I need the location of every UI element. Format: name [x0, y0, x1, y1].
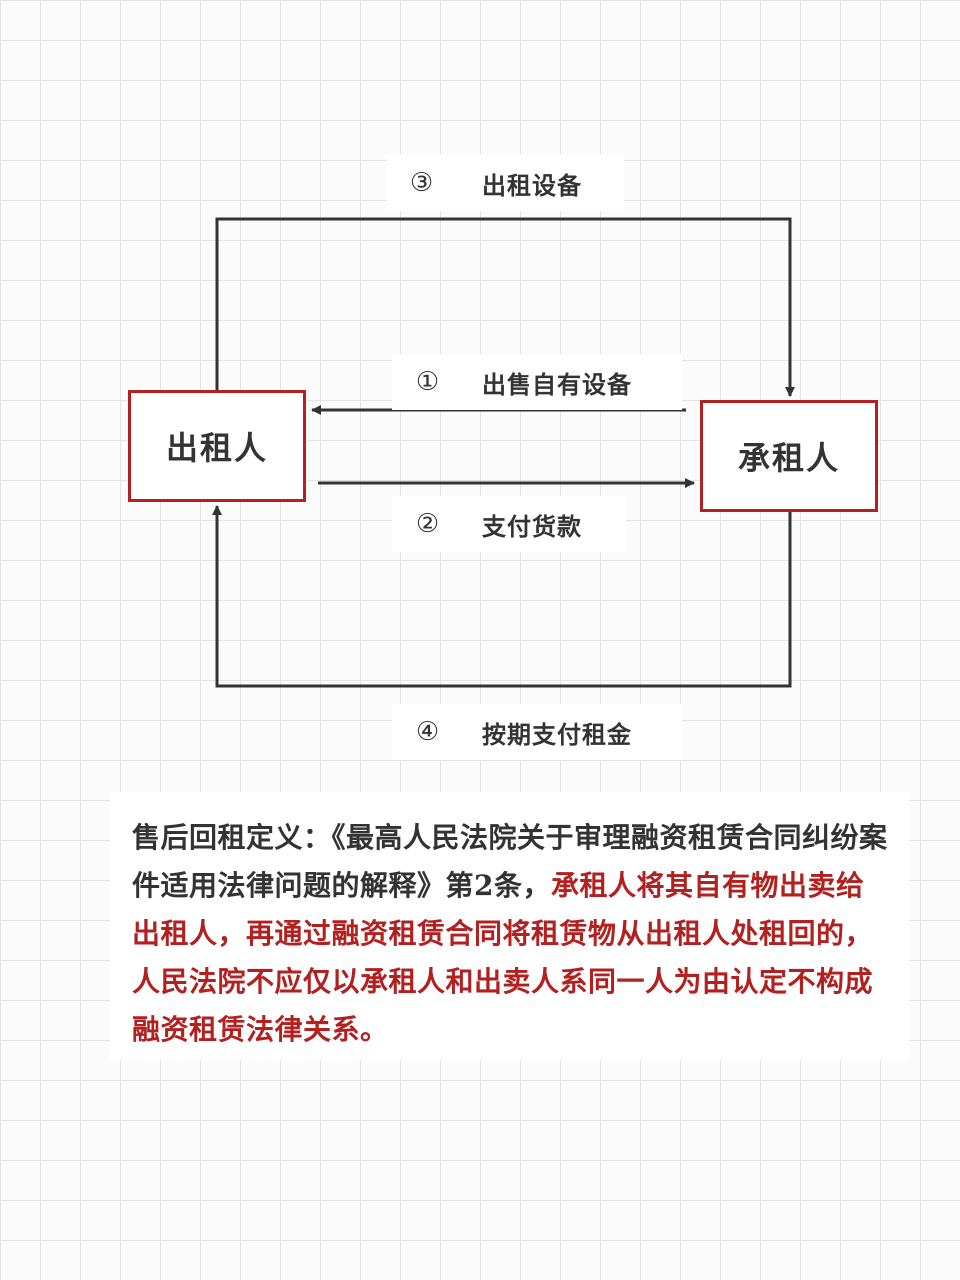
flow-text: 按期支付租金	[482, 720, 632, 749]
lessee-box: 承租人	[700, 400, 878, 512]
flow-text: 出租设备	[482, 171, 582, 200]
lessor-box: 出租人	[128, 390, 306, 502]
flow-number: ②	[415, 509, 441, 539]
flow-number: ③	[409, 168, 435, 198]
flow-line-lease-equipment	[215, 217, 795, 397]
flow-label-1: ① 出售自有设备	[392, 354, 682, 410]
flow-label-3: ③ 出租设备	[386, 155, 624, 211]
flow-text: 支付货款	[482, 512, 582, 541]
lessor-label: 出租人	[165, 429, 268, 467]
flow-text: 出售自有设备	[482, 370, 632, 399]
lessee-label: 承租人	[737, 439, 840, 477]
flow-label-2: ② 支付货款	[392, 496, 626, 552]
flow-number: ①	[415, 367, 441, 397]
definition-prefix: 售后回租定义：《最高人民法院关于审理融资租赁合同纠纷案件适用法律问题的解释》第2…	[132, 821, 888, 902]
definition-paragraph: 售后回租定义：《最高人民法院关于审理融资租赁合同纠纷案件适用法律问题的解释》第2…	[110, 792, 910, 1060]
flow-line-pay-rent	[212, 505, 792, 688]
flow-number: ④	[415, 717, 441, 747]
flow-label-4: ④ 按期支付租金	[392, 704, 682, 760]
definition-highlight: 承租人将其自有物出卖给出租人，再通过融资租赁合同将租赁物从出租人处租回的，人民法…	[132, 869, 874, 1046]
